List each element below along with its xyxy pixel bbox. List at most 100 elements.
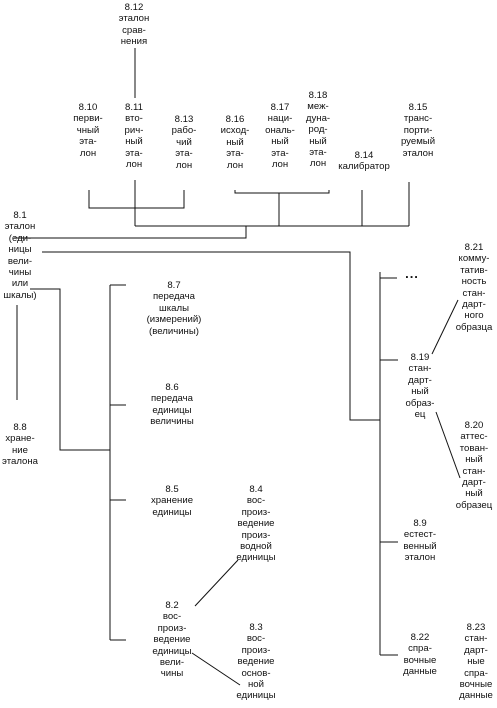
term-label-line: чины <box>160 668 184 680</box>
term-label-line: лон <box>175 159 193 171</box>
term-number: 8.18 <box>308 90 328 101</box>
term-label-line: вос- <box>162 611 182 623</box>
term-label-line: ный <box>125 136 143 148</box>
term-8-23: 8.23 стан- дарт- ные спра- вочные данные <box>459 622 493 702</box>
connector-8-2-to-8-4 <box>194 559 239 607</box>
term-number: 8.1 <box>13 210 27 221</box>
term-label-line: род- <box>308 124 328 136</box>
term-label-line: комму- <box>458 253 490 265</box>
term-label-line: передача <box>152 291 196 303</box>
term-label-line: стан- <box>408 363 432 375</box>
connector-8-19-to-8-20 <box>435 411 461 479</box>
term-8-10: 8.10 перви- чный эта- лон <box>73 102 103 159</box>
term-label-line: руемый <box>400 136 436 148</box>
term-label-line: эта- <box>175 148 193 160</box>
term-8-16: 8.16 исход- ный эта- лон <box>221 114 250 171</box>
term-label-line: произ- <box>241 644 271 656</box>
term-8-5: 8.5 хранение единицы <box>151 484 193 518</box>
term-label-line: (измерений) <box>146 314 202 326</box>
connector-8-1-to-top <box>14 226 247 239</box>
term-label-line: рич- <box>124 124 144 136</box>
term-8-6: 8.6 передача единицы величины <box>150 382 194 428</box>
term-label-line: чий <box>176 136 192 148</box>
term-number: 8.3 <box>249 622 263 633</box>
term-label-line: исход- <box>220 125 250 137</box>
term-label-line: срав- <box>122 24 146 36</box>
term-label-line: единицы <box>152 645 192 657</box>
term-8-17: 8.17 наци- ональ- ный эта- лон <box>265 102 295 170</box>
term-label-line: меж- <box>307 101 329 113</box>
term-number: 8.12 <box>124 2 144 13</box>
term-label-line: эталона <box>2 456 38 468</box>
term-label-line: лон <box>271 159 289 171</box>
term-label-line: татив- <box>460 264 488 276</box>
term-label-line: вочные <box>403 654 437 666</box>
term-label-line: вто- <box>125 113 143 125</box>
term-label-line: величины <box>150 416 194 428</box>
term-label-line: ный <box>271 136 289 148</box>
ellipsis-more-terms: ... <box>405 266 419 281</box>
term-label-line: ный <box>309 135 327 147</box>
term-label-line: дарт- <box>408 374 432 386</box>
connector-8-16-8-18-bracket <box>234 190 330 194</box>
term-label-line: вос- <box>246 495 266 507</box>
term-number: 8.8 <box>13 422 27 433</box>
term-number: 8.6 <box>165 382 179 393</box>
term-number: 8.2 <box>165 600 179 611</box>
term-number: 8.16 <box>225 114 245 125</box>
term-label-line: ной <box>247 679 264 691</box>
term-label-line: эта- <box>79 136 97 148</box>
term-number: 8.17 <box>270 102 290 113</box>
term-label-line: данные <box>459 690 493 702</box>
term-label-line: эталон <box>402 147 434 159</box>
term-label-line: ец <box>414 409 426 421</box>
term-label-line: чный <box>76 124 100 136</box>
term-label-line: хранение <box>150 495 194 507</box>
term-label-line: дуна- <box>305 112 331 124</box>
term-label-line: вочные <box>459 679 493 691</box>
term-label-line: произ- <box>157 622 187 634</box>
term-label-line: стан- <box>462 465 486 477</box>
term-label-line: (еди- <box>8 232 32 244</box>
term-label-line: аттес- <box>460 431 488 443</box>
term-label-line: хране- <box>5 433 35 445</box>
term-number: 8.5 <box>165 484 179 495</box>
term-number: 8.21 <box>464 242 484 253</box>
term-label-line: ние <box>11 444 28 456</box>
term-8-2: 8.2 вос- произ- ведение единицы вели- чи… <box>152 600 191 680</box>
term-label-line: эта- <box>309 147 327 159</box>
term-label-line: ведение <box>237 656 275 668</box>
term-8-22: 8.22 спра- вочные данные <box>403 632 437 678</box>
term-label-line: эта- <box>271 147 289 159</box>
term-label-line: ного <box>464 310 484 322</box>
term-label-line: рабо- <box>171 125 197 137</box>
term-label-line: транс- <box>403 113 433 125</box>
term-8-7: 8.7 передача шкалы (измерений) (величины… <box>147 280 202 337</box>
connector-8-19-to-8-21 <box>431 299 459 355</box>
term-number: 8.7 <box>167 280 181 291</box>
term-number: 8.22 <box>410 632 430 643</box>
term-label-line: шкалы <box>159 302 189 314</box>
term-label-line: данные <box>403 666 437 678</box>
term-label-line: ведение <box>237 518 275 530</box>
connector-8-1-to-left-bus <box>30 288 110 451</box>
term-label-line: единицы <box>152 404 192 416</box>
term-label-line: образца <box>455 321 493 333</box>
term-8-3: 8.3 вос- произ- ведение основ- ной едини… <box>236 622 275 702</box>
term-8-19: 8.19 стан- дарт- ный образ- ец <box>406 352 435 420</box>
term-number: 8.23 <box>466 622 486 633</box>
term-label-line: единицы <box>152 506 192 518</box>
term-label-line: дарт- <box>462 299 486 311</box>
term-number: 8.19 <box>410 352 430 363</box>
term-8-20: 8.20 аттес- тован- ный стан- дарт- ный о… <box>456 420 493 511</box>
term-label-line: спра- <box>408 643 432 655</box>
term-number: 8.11 <box>125 102 143 113</box>
term-label-line: ведение <box>153 634 191 646</box>
term-label-line: вос- <box>246 633 266 645</box>
term-label-line: ональ- <box>265 124 295 136</box>
term-8-12: 8.12 эталон срав- нения <box>119 2 150 48</box>
term-8-21: 8.21 комму- татив- ность стан- дарт- ног… <box>456 242 493 333</box>
term-label-line: чины <box>8 267 32 279</box>
